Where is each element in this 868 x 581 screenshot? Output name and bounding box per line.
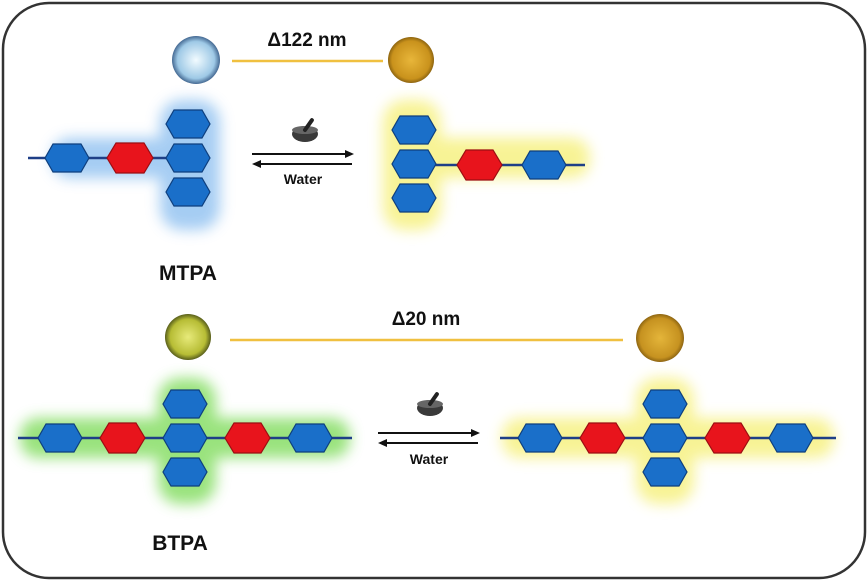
acceptor-ring	[106, 142, 154, 174]
anthracene-ring	[642, 389, 688, 419]
anthracene-ring	[391, 183, 437, 213]
anthracene-ring	[642, 457, 688, 487]
benzene-ring	[521, 150, 567, 180]
benzene-ring	[517, 423, 563, 453]
anthracene-ring	[162, 389, 208, 419]
btpa-powder-original	[165, 314, 211, 360]
anthracene-ring	[391, 149, 437, 179]
acceptor-ring	[456, 149, 503, 181]
acceptor-ring	[704, 422, 751, 454]
btpa-molecule-original	[18, 378, 352, 504]
anthracene-ring	[165, 109, 211, 139]
benzene-ring	[287, 423, 333, 453]
benzene-ring	[768, 423, 814, 453]
anthracene-ring	[162, 423, 208, 453]
mtpa-molecule-ground	[383, 100, 590, 230]
btpa-shift-label: Δ20 nm	[392, 309, 461, 330]
acceptor-ring	[224, 422, 271, 454]
btpa-powder-ground	[636, 314, 684, 362]
benzene-ring	[37, 423, 83, 453]
mtpa-molecule-original	[28, 100, 220, 230]
mtpa-water-label: Water	[284, 171, 323, 187]
btpa-molecule-ground	[500, 378, 836, 504]
mtpa-reversible-arrows: Water	[252, 118, 354, 187]
mtpa-powder-ground	[388, 37, 434, 83]
mtpa-section: Δ122 nm Water	[28, 30, 590, 285]
anthracene-ring	[165, 177, 211, 207]
mtpa-label: MTPA	[159, 262, 217, 285]
anthracene-ring	[162, 457, 208, 487]
mortar-pestle-icon	[417, 392, 443, 416]
anthracene-ring	[642, 423, 688, 453]
btpa-water-label: Water	[410, 451, 449, 467]
btpa-label: BTPA	[152, 532, 208, 555]
mtpa-powder-original	[172, 36, 220, 84]
benzene-ring	[44, 143, 90, 173]
btpa-section: Δ20 nm Wat	[18, 309, 836, 555]
mtpa-shift-label: Δ122 nm	[267, 30, 346, 51]
anthracene-ring	[165, 143, 211, 173]
btpa-reversible-arrows: Water	[378, 392, 480, 467]
acceptor-ring	[99, 422, 146, 454]
mortar-pestle-icon	[292, 118, 318, 142]
acceptor-ring	[579, 422, 626, 454]
anthracene-ring	[391, 115, 437, 145]
